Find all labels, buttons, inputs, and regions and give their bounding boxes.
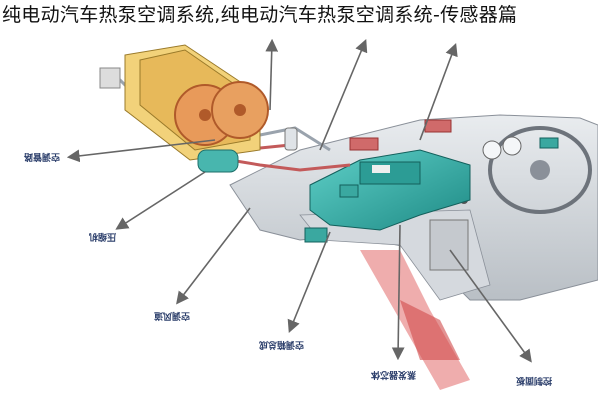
hvac-box [304,119,559,243]
page-title: 纯电动汽车热泵空调系统,纯电动汽车热泵空调系统-传感器篇 [2,4,518,26]
compressor [197,127,298,173]
condenser-radiator [99,44,269,161]
label-bottom-right: 控制面板 [515,375,552,387]
label-bottom-c: 蒸发器芯体 [370,369,416,381]
pointer-lines [66,38,532,363]
center-console [429,219,469,271]
label-bottom-b: 空调箱总成 [259,339,304,351]
label-left-middle: 压缩机 [89,231,116,243]
label-bottom-a: 空调风道 [154,310,190,322]
steering-wheel [488,126,592,214]
label-left-upper: 空调管路 [23,151,60,163]
